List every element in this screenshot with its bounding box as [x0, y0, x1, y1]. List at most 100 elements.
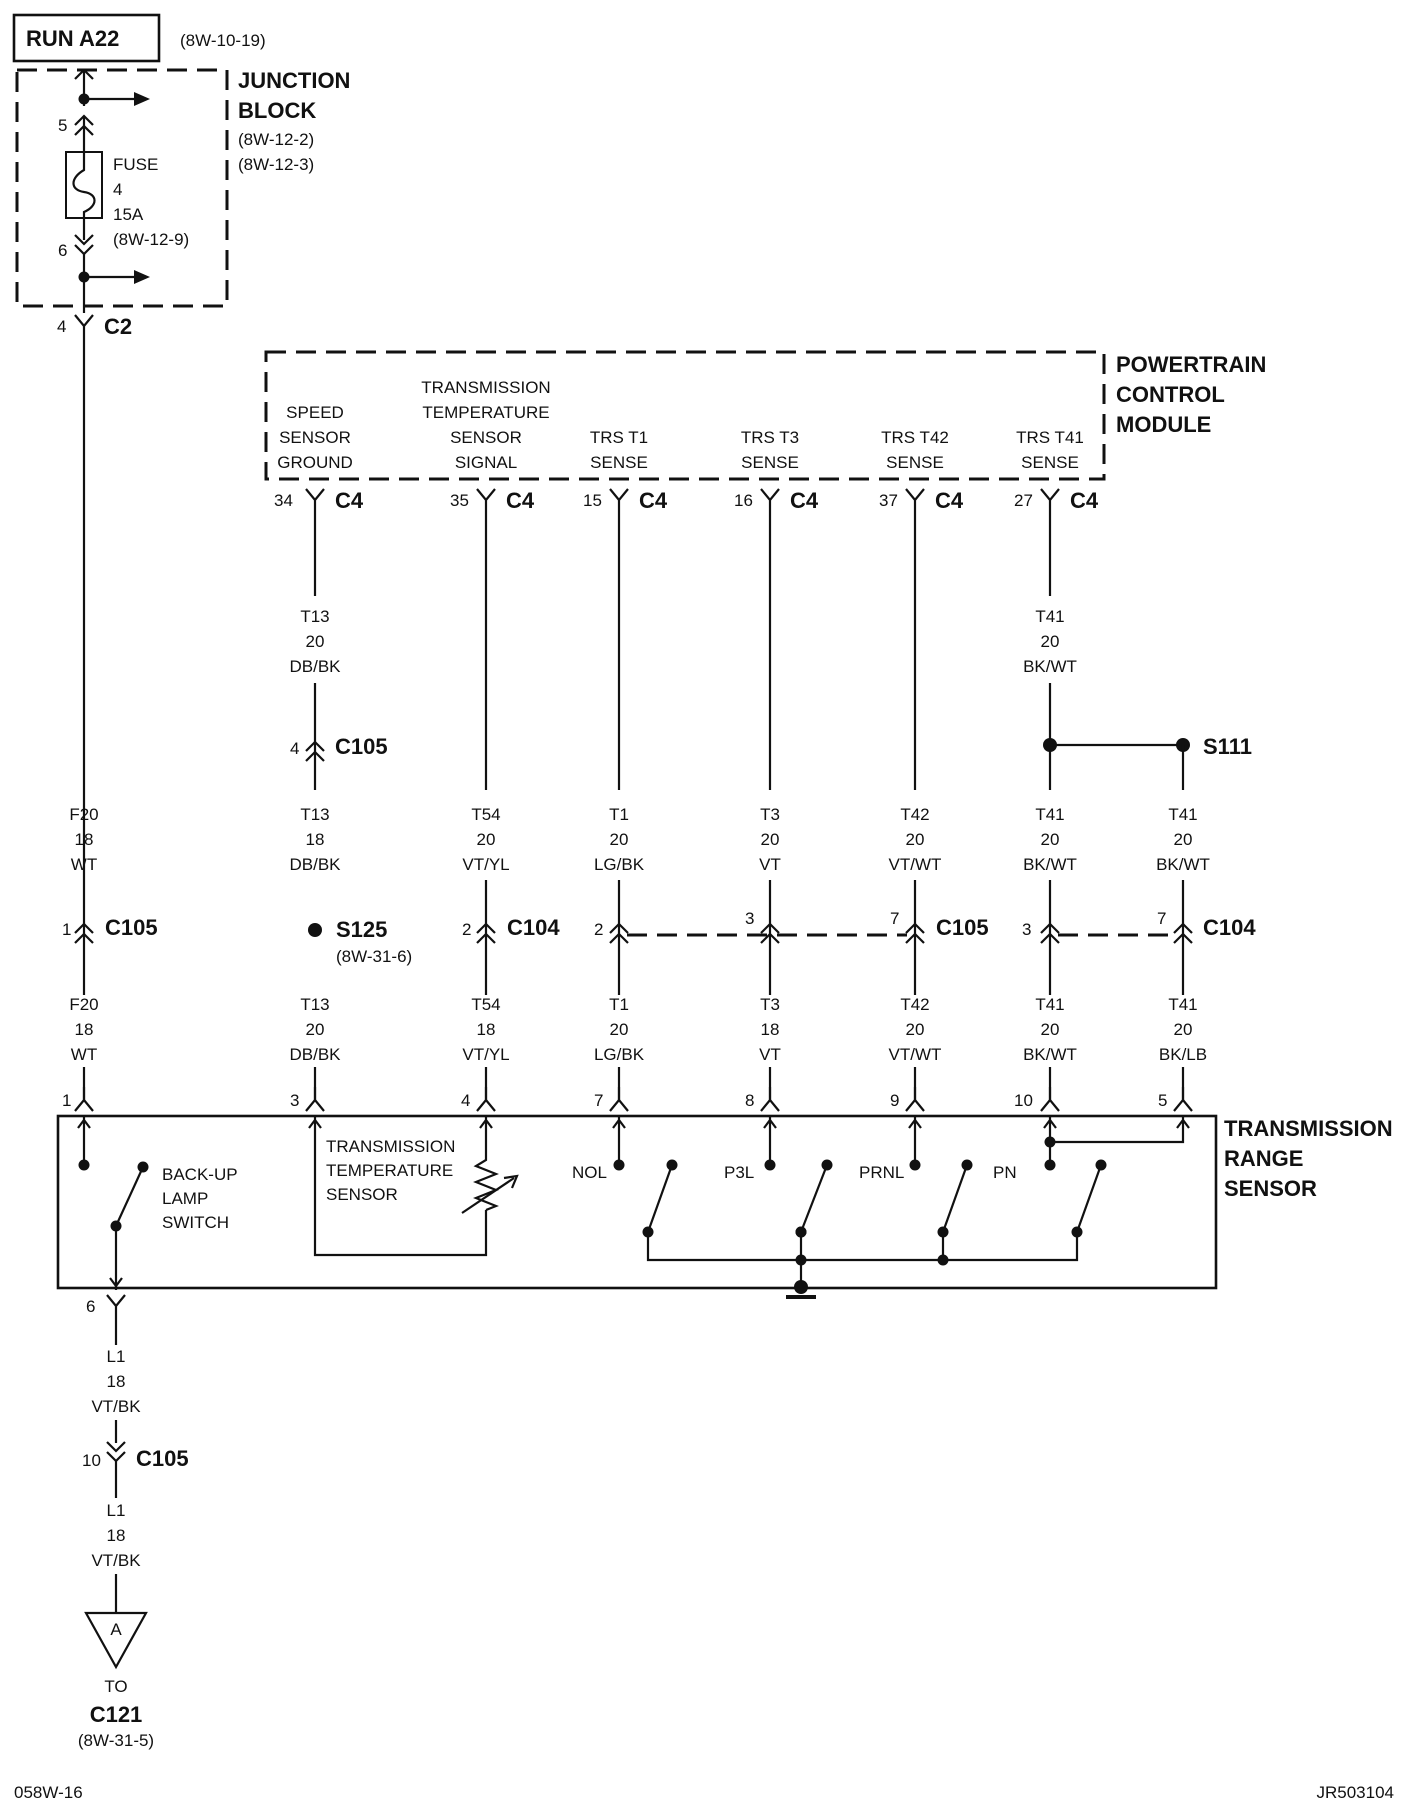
pcm-t2-line3: SENSOR: [450, 428, 522, 447]
bus-node-2: [795, 1254, 807, 1266]
pcm-t2-line2: TEMPERATURE: [422, 403, 549, 422]
f20-lower-color: WT: [71, 1045, 97, 1064]
c104-t54-label: C104: [507, 915, 560, 940]
fuse-label: FUSE: [113, 155, 158, 174]
c4-pin-35: 35: [450, 491, 469, 510]
tts-label-1: TRANSMISSION: [326, 1137, 455, 1156]
trs-title-2: RANGE: [1224, 1146, 1303, 1171]
trs-pin-4: 4: [461, 1091, 470, 1110]
connector-a-triangle-icon: [84, 1611, 148, 1670]
c4-pin-27-connector: [1039, 487, 1061, 515]
pcm-box: [264, 350, 1106, 481]
trs-pin-9: 9: [890, 1091, 899, 1110]
backup-label-2: LAMP: [162, 1189, 208, 1208]
t3-upper-gauge: 20: [761, 830, 780, 849]
c4-pin-15-connector: [608, 487, 630, 515]
t13-c-gauge: 20: [306, 1020, 325, 1039]
trs-bottom-pin: 6: [86, 1297, 95, 1316]
t13-a-gauge: 20: [306, 632, 325, 651]
f20-upper-circuit: F20: [69, 805, 98, 824]
pcm-t1-line2: SENSOR: [279, 428, 351, 447]
pcm-t6-line2: SENSE: [1021, 453, 1079, 472]
c105-l1-label: C105: [136, 1446, 189, 1471]
trs-box: [56, 1114, 1218, 1290]
s125-label: S125: [336, 917, 387, 942]
t1-lower-gauge: 20: [610, 1020, 629, 1039]
trs-pin-7-connector: [608, 1085, 630, 1113]
c105-t3-pin: 3: [745, 909, 754, 928]
t41-low-left-gauge: 20: [1041, 1020, 1060, 1039]
pcm-t1-line3: GROUND: [277, 453, 353, 472]
c105-t13-label: C105: [335, 734, 388, 759]
f20-lower-gauge: 18: [75, 1020, 94, 1039]
switch-3-blade: [941, 1164, 969, 1233]
t41-low-right-color: BK/LB: [1159, 1045, 1207, 1064]
backup-switch-blade: [114, 1166, 145, 1227]
c4-label-34: C4: [335, 488, 364, 513]
trs-pin-10-connector: [1039, 1085, 1061, 1113]
t41-mid-right-circuit: T41: [1168, 805, 1197, 824]
t42-upper-color: VT/WT: [889, 855, 942, 874]
t1-upper-gauge: 20: [610, 830, 629, 849]
t41-top-color: BK/WT: [1023, 657, 1077, 676]
destination-ref: (8W-31-5): [78, 1731, 154, 1750]
pcm-t2-line1: TRANSMISSION: [421, 378, 550, 397]
t42-upper-circuit: T42: [900, 805, 929, 824]
backup-label-3: SWITCH: [162, 1213, 229, 1232]
contact-prnl-dot: [909, 1159, 921, 1171]
trs-title-3: SENSOR: [1224, 1176, 1317, 1201]
backup-switch-contact: [78, 1159, 90, 1171]
t13-b-circuit: T13: [300, 805, 329, 824]
ground-node: [794, 1280, 808, 1294]
contact-p3l-dot: [764, 1159, 776, 1171]
t41-mid-left-gauge: 20: [1041, 830, 1060, 849]
t3-upper-color: VT: [759, 855, 781, 874]
run-ref: (8W-10-19): [180, 31, 266, 50]
trs-pin-1: 1: [62, 1091, 71, 1110]
fuse-rating: 15A: [113, 205, 144, 224]
c4-pin-16-connector: [759, 487, 781, 515]
trs-internal-arrows: [77, 1116, 1190, 1257]
destination-connector: C121: [90, 1702, 143, 1727]
fuse-ref: (8W-12-9): [113, 230, 189, 249]
t3-lower-gauge: 18: [761, 1020, 780, 1039]
bus-node-3: [937, 1254, 949, 1266]
c104-t41b-pin: 7: [1157, 909, 1166, 928]
trs-pin-6-connector: [105, 1293, 127, 1321]
contact-p3l-label: P3L: [724, 1163, 754, 1182]
c4-label-35: C4: [506, 488, 535, 513]
tts-label-3: SENSOR: [326, 1185, 398, 1204]
c4-pin-34: 34: [274, 491, 293, 510]
contact-nol-dot: [613, 1159, 625, 1171]
pcm-title-3: MODULE: [1116, 412, 1211, 437]
run-box: [12, 13, 161, 63]
contact-pn-dot: [1044, 1159, 1056, 1171]
f20-upper-color: WT: [71, 855, 97, 874]
t41-low-right-circuit: T41: [1168, 995, 1197, 1014]
c4-pin-37: 37: [879, 491, 898, 510]
contact-pn-label: PN: [993, 1163, 1017, 1182]
t54-upper-color: VT/YL: [462, 855, 509, 874]
t3-lower-circuit: T3: [760, 995, 780, 1014]
t3-upper-circuit: T3: [760, 805, 780, 824]
t54-upper-gauge: 20: [477, 830, 496, 849]
trs-pin-10: 10: [1014, 1091, 1033, 1110]
arrow-out-bottom: [82, 268, 152, 286]
trs-pin-9-connector: [904, 1085, 926, 1113]
trs-pin-5-connector: [1172, 1085, 1194, 1113]
switch-common-bus: [646, 1232, 1079, 1262]
trs-pin-8: 8: [745, 1091, 754, 1110]
c4-pin-16: 16: [734, 491, 753, 510]
junction-ref-1: (8W-12-2): [238, 130, 314, 149]
trs-pin-4-connector: [475, 1085, 497, 1113]
junction-title-2: BLOCK: [238, 98, 316, 123]
run-label: RUN A22: [26, 26, 119, 51]
c2-pin-4-connector: [73, 313, 95, 341]
c105-t1-pin: 2: [594, 920, 603, 939]
trs-pin-1-connector: [73, 1085, 95, 1113]
c105-f20-pin: 1: [62, 920, 71, 939]
trs-pin-7: 7: [594, 1091, 603, 1110]
fuse-pin-bottom: 6: [58, 241, 67, 260]
pcm-t3-line2: SENSE: [590, 453, 648, 472]
t41-mid-left-circuit: T41: [1035, 805, 1064, 824]
